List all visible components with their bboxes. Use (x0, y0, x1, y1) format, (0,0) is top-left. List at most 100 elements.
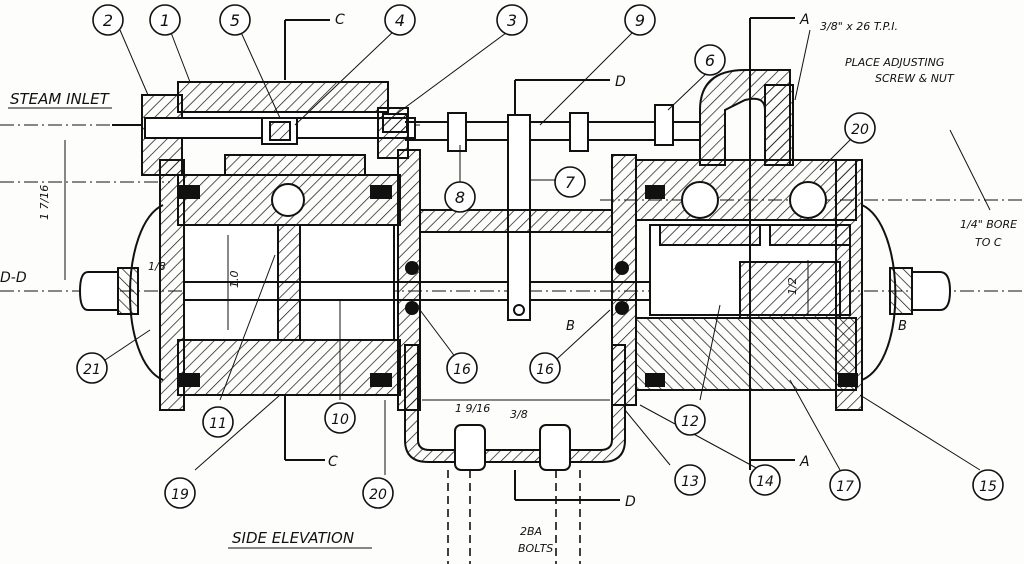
balloon-6: 6 (694, 44, 726, 76)
right-cylinder-bottom (635, 317, 857, 391)
gland-nut (382, 113, 408, 133)
right-valve-bar-2 (769, 224, 851, 246)
svg-text:5: 5 (230, 11, 240, 30)
steam-inlet-label: STEAM INLET (10, 90, 111, 108)
cyl-dim-text: 1.0 (228, 271, 241, 289)
balloon-13: 13 (674, 464, 706, 496)
thread-leader (794, 29, 811, 101)
o-ring-4 (615, 301, 629, 315)
balloon-5: 5 (219, 4, 251, 36)
svg-text:16: 16 (453, 362, 471, 378)
bolts-note-line1: 2BA (520, 525, 542, 538)
left-nut-collar (117, 267, 139, 315)
o-ring-3 (615, 261, 629, 275)
section-mark-d-bottom: D (625, 494, 636, 510)
section-mark-c-top: C (335, 12, 345, 28)
centre-top-bar (419, 209, 613, 233)
balloon-15: 15 (972, 469, 1004, 501)
valve-nut-thread (269, 121, 291, 141)
balloon-8: 8 (444, 181, 476, 213)
mid-bolt-bottom (370, 373, 392, 387)
bore-leader (949, 129, 991, 211)
section-mark-d-top: D (615, 74, 626, 90)
balloon-4: 4 (384, 4, 416, 36)
balloon-20: 21 (76, 352, 108, 384)
right-bolt-2 (645, 373, 665, 387)
section-mark-b-left: B (566, 319, 575, 334)
dim-bottom-text: 1 9/16 (455, 402, 490, 415)
thread-note: 3/8" x 26 T.P.I. (820, 20, 898, 33)
dim-mid-text: 1/8 (148, 260, 166, 273)
bolts-note-line2: BOLTS (518, 542, 553, 555)
balloon-9: 9 (624, 4, 656, 36)
dim-bore-text: 1/2 (786, 277, 799, 295)
collar-left (447, 112, 467, 152)
svg-text:4: 4 (395, 11, 405, 30)
balloon-14: 14 (749, 464, 781, 496)
section-dd-label: D-D (0, 270, 27, 286)
exhaust-box (404, 344, 626, 463)
dim-center-text: 3/8 (510, 408, 528, 421)
balloon-16-left: 16 (446, 352, 478, 384)
balloon-12: 12 (674, 404, 706, 436)
svg-text:12: 12 (681, 414, 699, 430)
collar-right (569, 112, 589, 152)
svg-text:17: 17 (836, 479, 854, 495)
section-mark-a-top: A (799, 12, 810, 28)
svg-text:20: 20 (851, 122, 869, 138)
svg-text:8: 8 (455, 188, 465, 207)
right-acorn-nut (911, 271, 952, 311)
bolt-head-right (539, 424, 571, 471)
svg-text:2: 2 (103, 11, 113, 30)
stop-block (654, 104, 674, 146)
section-mark-c-bottom: C (328, 454, 338, 470)
section-mark-a-bottom: A (799, 454, 810, 470)
side-elevation-title: SIDE ELEVATION (232, 529, 354, 547)
balloon-21: 20 (362, 477, 394, 509)
balloon-7: 7 (554, 166, 586, 198)
ball-valve-left (681, 181, 719, 219)
balloon-17: 17 (829, 469, 861, 501)
port-circle (271, 183, 305, 217)
balloon-16-right: 16 (529, 352, 561, 384)
svg-text:19: 19 (171, 487, 189, 503)
link-pivot (513, 304, 525, 316)
o-ring-1 (405, 261, 419, 275)
right-bolt-3 (838, 373, 858, 387)
right-end-cover (835, 159, 863, 411)
bore-note-line1: 1/4" BORE (960, 218, 1017, 231)
svg-text:21: 21 (83, 362, 101, 378)
mid-bolt-top (370, 185, 392, 199)
svg-text:14: 14 (756, 474, 774, 490)
svg-text:1: 1 (160, 11, 170, 30)
balloon-19: 19 (164, 477, 196, 509)
ball-valve-right (789, 181, 827, 219)
left-bolt-top (178, 185, 200, 199)
left-acorn-nut (78, 271, 119, 311)
balloon-3: 3 (496, 4, 528, 36)
o-ring-2 (405, 301, 419, 315)
svg-text:3: 3 (507, 11, 517, 30)
bolt-head-left (454, 424, 486, 471)
right-nut-collar (889, 267, 913, 315)
section-mark-b-right: B (898, 319, 907, 334)
svg-text:11: 11 (209, 416, 227, 432)
svg-text:13: 13 (681, 474, 699, 490)
balloon-2: 2 (92, 4, 124, 36)
adjust-note-line2: SCREW & NUT (875, 72, 955, 85)
svg-text:7: 7 (565, 173, 576, 192)
svg-text:6: 6 (705, 51, 715, 70)
svg-text:16: 16 (536, 362, 554, 378)
adjusting-screw (764, 84, 794, 166)
steam-chest-top (177, 81, 389, 113)
svg-text:10: 10 (331, 412, 349, 428)
right-piston (739, 261, 841, 319)
svg-text:15: 15 (979, 479, 997, 495)
right-bolt-1 (645, 185, 665, 199)
slide-valve (224, 154, 366, 176)
balloon-18: 20 (844, 112, 876, 144)
leaders (104, 29, 981, 475)
bore-note-line2: TO C (975, 236, 1002, 249)
balloon-1: 1 (149, 4, 181, 36)
